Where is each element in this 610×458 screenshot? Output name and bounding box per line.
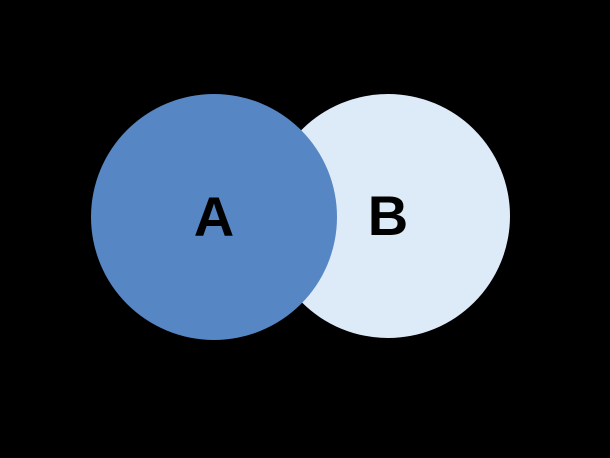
- set-label-b: B: [367, 184, 409, 247]
- venn-circle-a: A: [91, 94, 337, 340]
- set-label-a: A: [193, 185, 235, 248]
